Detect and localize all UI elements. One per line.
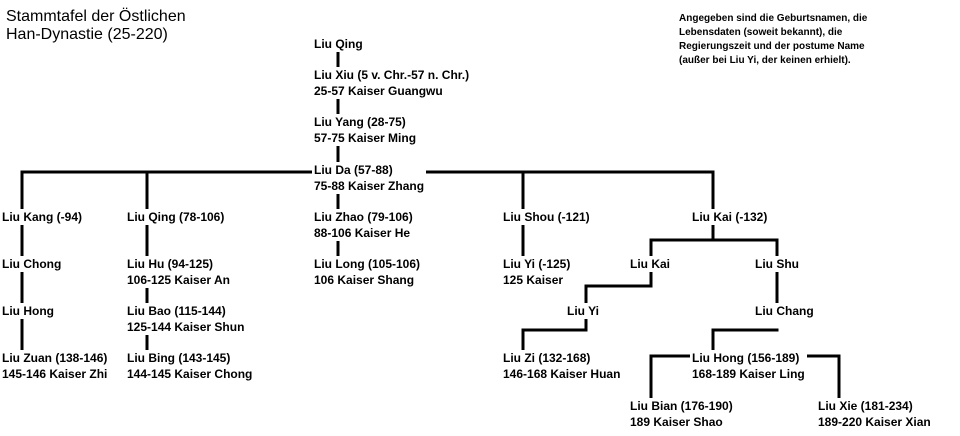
- node-name: Liu Hu (94-125): [127, 257, 214, 271]
- node-liu-kai-b: Liu Kai: [628, 256, 673, 272]
- node-name: Liu Xie (181-234): [818, 399, 913, 413]
- node-name: Liu Kai (-132): [692, 210, 768, 224]
- node-name: Liu Hong: [2, 304, 54, 318]
- node-liu-kang: Liu Kang (-94): [0, 209, 84, 225]
- node-liu-zhao: Liu Zhao (79-106) 88-106 Kaiser He: [312, 209, 415, 241]
- node-reign: 88-106 Kaiser He: [314, 226, 411, 240]
- node-reign: 144-145 Kaiser Chong: [127, 367, 253, 381]
- node-reign: 168-189 Kaiser Ling: [692, 367, 805, 381]
- node-reign: 146-168 Kaiser Huan: [503, 367, 621, 381]
- node-liu-zuan: Liu Zuan (138-146) 145-146 Kaiser Zhi: [0, 350, 110, 382]
- node-liu-bian: Liu Bian (176-190) 189 Kaiser Shao: [628, 398, 735, 430]
- node-name: Liu Da (57-88): [314, 163, 393, 177]
- node-name: Liu Shou (-121): [503, 210, 590, 224]
- node-liu-yang: Liu Yang (28-75) 57-75 Kaiser Ming: [312, 114, 419, 146]
- node-reign: 145-146 Kaiser Zhi: [2, 367, 108, 381]
- node-liu-zi: Liu Zi (132-168) 146-168 Kaiser Huan: [501, 350, 623, 382]
- node-name: Liu Kang (-94): [2, 210, 82, 224]
- node-name: Liu Long (105-106): [314, 257, 421, 271]
- node-liu-hong-b: Liu Hong (156-189) 168-189 Kaiser Ling: [690, 350, 807, 382]
- node-name: Liu Chang: [755, 304, 814, 318]
- node-name: Liu Yi (-125): [503, 257, 571, 271]
- node-name: Liu Zhao (79-106): [314, 210, 413, 224]
- node-name: Liu Chong: [2, 257, 62, 271]
- node-liu-shou: Liu Shou (-121): [501, 209, 592, 225]
- node-liu-chong: Liu Chong: [0, 256, 64, 272]
- node-name: Liu Zi (132-168): [503, 351, 591, 365]
- node-reign: 125-144 Kaiser Shun: [127, 320, 245, 334]
- node-liu-yi-b: Liu Yi: [565, 303, 602, 319]
- node-reign: 106 Kaiser Shang: [314, 273, 415, 287]
- node-name: Liu Shu: [755, 257, 799, 271]
- node-liu-qing-root: Liu Qing: [312, 36, 365, 52]
- node-name: Liu Yang (28-75): [314, 115, 406, 129]
- node-reign: 189 Kaiser Shao: [630, 415, 723, 429]
- node-liu-long: Liu Long (105-106) 106 Kaiser Shang: [312, 256, 423, 288]
- node-liu-kai-a: Liu Kai (-132): [690, 209, 770, 225]
- node-liu-yi-a: Liu Yi (-125) 125 Kaiser: [501, 256, 573, 288]
- node-reign: 125 Kaiser: [503, 273, 564, 287]
- node-name: Liu Hong (156-189): [692, 351, 800, 365]
- node-liu-hu: Liu Hu (94-125) 106-125 Kaiser An: [125, 256, 232, 288]
- node-liu-shu: Liu Shu: [753, 256, 801, 272]
- node-liu-hong-a: Liu Hong: [0, 303, 56, 319]
- node-name: Liu Xiu (5 v. Chr.-57 n. Chr.): [314, 68, 470, 82]
- node-reign: 106-125 Kaiser An: [127, 273, 230, 287]
- node-reign: 189-220 Kaiser Xian: [818, 415, 931, 429]
- node-name: Liu Zuan (138-146): [2, 351, 108, 365]
- node-name: Liu Qing (78-106): [127, 210, 225, 224]
- node-liu-chang: Liu Chang: [753, 303, 816, 319]
- node-liu-bao: Liu Bao (115-144) 125-144 Kaiser Shun: [125, 303, 247, 335]
- node-reign: 75-88 Kaiser Zhang: [314, 179, 425, 193]
- node-reign: 25-57 Kaiser Guangwu: [314, 84, 443, 98]
- page-title: Stammtafel der Östlichen Han-Dynastie (2…: [6, 8, 186, 43]
- node-liu-da: Liu Da (57-88) 75-88 Kaiser Zhang: [312, 162, 427, 194]
- node-name: Liu Bing (143-145): [127, 351, 231, 365]
- node-liu-xiu: Liu Xiu (5 v. Chr.-57 n. Chr.) 25-57 Kai…: [312, 67, 472, 99]
- node-name: Liu Bao (115-144): [127, 304, 226, 318]
- node-name: Liu Qing: [314, 37, 363, 51]
- node-liu-qing-b: Liu Qing (78-106): [125, 209, 227, 225]
- node-liu-xie: Liu Xie (181-234) 189-220 Kaiser Xian: [816, 398, 933, 430]
- node-reign: 57-75 Kaiser Ming: [314, 131, 417, 145]
- node-name: Liu Yi: [567, 304, 600, 318]
- node-liu-bing: Liu Bing (143-145) 144-145 Kaiser Chong: [125, 350, 255, 382]
- node-name: Liu Kai: [630, 257, 671, 271]
- legend-note: Angegeben sind die Geburtsnamen, die Leb…: [679, 13, 868, 66]
- node-name: Liu Bian (176-190): [630, 399, 733, 413]
